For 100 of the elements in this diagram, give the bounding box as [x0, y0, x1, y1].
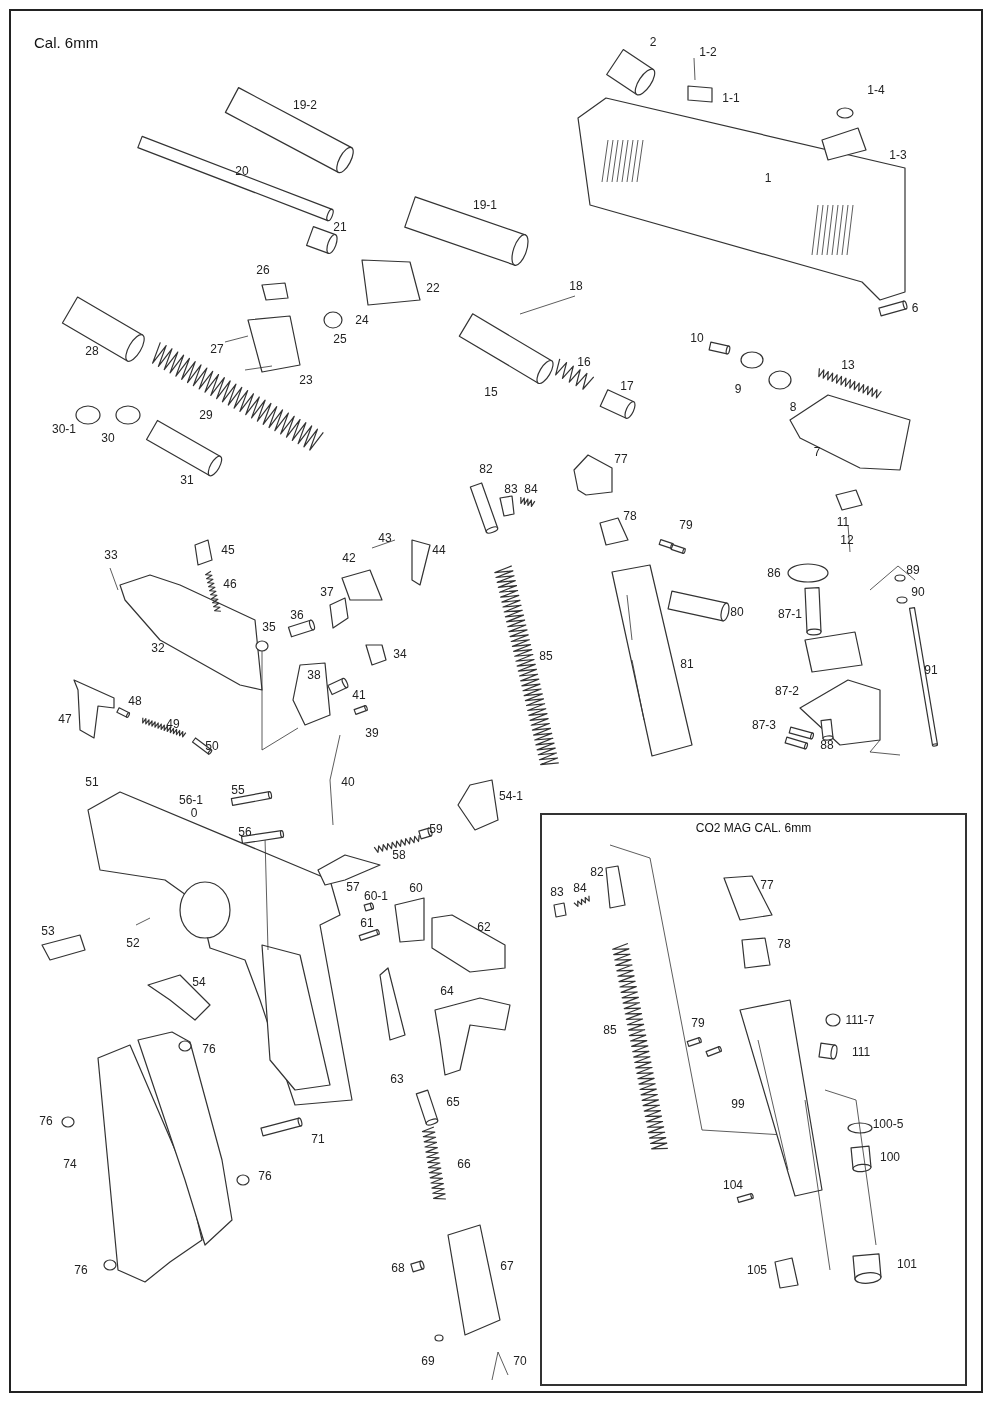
callout-number: 74: [63, 1158, 77, 1170]
callout-number: 80: [730, 606, 744, 618]
inset-panel: [540, 813, 967, 1386]
callout-number: 60-1: [364, 890, 388, 902]
callout-number: 59: [429, 823, 443, 835]
callout-number: 69: [421, 1355, 435, 1367]
callout-number: 56-1: [179, 794, 203, 806]
callout-number: 87-1: [778, 608, 802, 620]
callout-number: 10: [690, 332, 704, 344]
callout-number: 77: [614, 453, 628, 465]
callout-number: 22: [426, 282, 440, 294]
callout-number: 76: [74, 1264, 88, 1276]
callout-number: 100-5: [872, 1118, 904, 1130]
callout-number: 29: [199, 409, 213, 421]
callout-number: 60: [409, 882, 423, 894]
callout-number: 12: [840, 534, 854, 546]
callout-number: 43: [378, 532, 392, 544]
callout-number: 1-1: [722, 92, 740, 104]
inset-title: CO2 MAG CAL. 6mm: [694, 821, 813, 835]
callout-number: 56: [238, 826, 252, 838]
callout-number: 83: [504, 483, 518, 495]
callout-number: 55: [231, 784, 245, 796]
callout-number: 1: [764, 172, 772, 184]
callout-number: 91: [924, 664, 938, 676]
callout-number: 19-2: [293, 99, 317, 111]
callout-number: 45: [221, 544, 235, 556]
callout-number: 68: [391, 1262, 405, 1274]
callout-number: 51: [85, 776, 99, 788]
callout-number: 63: [390, 1073, 404, 1085]
callout-number: 82: [590, 866, 604, 878]
callout-number: 24: [355, 314, 369, 326]
callout-number: 85: [603, 1024, 617, 1036]
callout-number: 17: [620, 380, 634, 392]
callout-number: 101: [897, 1258, 917, 1270]
callout-number: 0: [190, 807, 198, 819]
callout-number: 65: [446, 1096, 460, 1108]
callout-number: 8: [789, 401, 797, 413]
callout-number: 9: [734, 383, 742, 395]
callout-number: 82: [479, 463, 493, 475]
callout-number: 84: [524, 483, 538, 495]
callout-number: 81: [680, 658, 694, 670]
callout-number: 39: [365, 727, 379, 739]
callout-number: 79: [691, 1017, 705, 1029]
callout-number: 19-1: [473, 199, 497, 211]
callout-number: 27: [210, 343, 224, 355]
callout-number: 48: [128, 695, 142, 707]
diagram-title: Cal. 6mm: [34, 34, 99, 51]
callout-number: 44: [432, 544, 446, 556]
callout-number: 105: [747, 1264, 767, 1276]
callout-number: 30-1: [52, 423, 76, 435]
callout-number: 36: [290, 609, 304, 621]
callout-number: 33: [104, 549, 118, 561]
callout-number: 54-1: [499, 790, 523, 802]
callout-number: 46: [223, 578, 237, 590]
callout-number: 20: [235, 165, 249, 177]
callout-number: 87-3: [752, 719, 776, 731]
callout-number: 1-4: [867, 84, 885, 96]
callout-number: 77: [760, 879, 774, 891]
callout-number: 52: [126, 937, 140, 949]
callout-number: 104: [723, 1179, 743, 1191]
callout-number: 6: [911, 302, 919, 314]
callout-number: 76: [258, 1170, 272, 1182]
callout-number: 13: [841, 359, 855, 371]
callout-number: 90: [911, 586, 925, 598]
callout-number: 1-3: [889, 149, 907, 161]
callout-number: 62: [477, 921, 491, 933]
callout-number: 58: [392, 849, 406, 861]
callout-number: 67: [500, 1260, 514, 1272]
callout-number: 50: [205, 740, 219, 752]
callout-number: 83: [550, 886, 564, 898]
callout-number: 37: [320, 586, 334, 598]
callout-number: 111: [851, 1046, 871, 1058]
callout-number: 111-7: [845, 1014, 875, 1026]
callout-number: 2: [649, 36, 657, 48]
callout-number: 16: [577, 356, 591, 368]
callout-number: 21: [333, 221, 347, 233]
callout-number: 18: [569, 280, 583, 292]
callout-number: 28: [85, 345, 99, 357]
callout-number: 70: [513, 1355, 527, 1367]
callout-number: 26: [256, 264, 270, 276]
callout-number: 34: [393, 648, 407, 660]
callout-number: 23: [299, 374, 313, 386]
callout-number: 85: [539, 650, 553, 662]
callout-number: 38: [307, 669, 321, 681]
callout-number: 47: [58, 713, 72, 725]
callout-number: 87-2: [775, 685, 799, 697]
callout-number: 1-2: [699, 46, 717, 58]
callout-number: 7: [813, 446, 821, 458]
callout-number: 15: [484, 386, 498, 398]
callout-number: 79: [679, 519, 693, 531]
callout-number: 78: [623, 510, 637, 522]
callout-number: 35: [262, 621, 276, 633]
callout-number: 86: [767, 567, 781, 579]
callout-number: 100: [880, 1151, 900, 1163]
callout-number: 71: [311, 1133, 325, 1145]
callout-number: 42: [342, 552, 356, 564]
callout-number: 84: [573, 882, 587, 894]
callout-number: 31: [180, 474, 194, 486]
callout-number: 64: [440, 985, 454, 997]
callout-number: 76: [202, 1043, 216, 1055]
